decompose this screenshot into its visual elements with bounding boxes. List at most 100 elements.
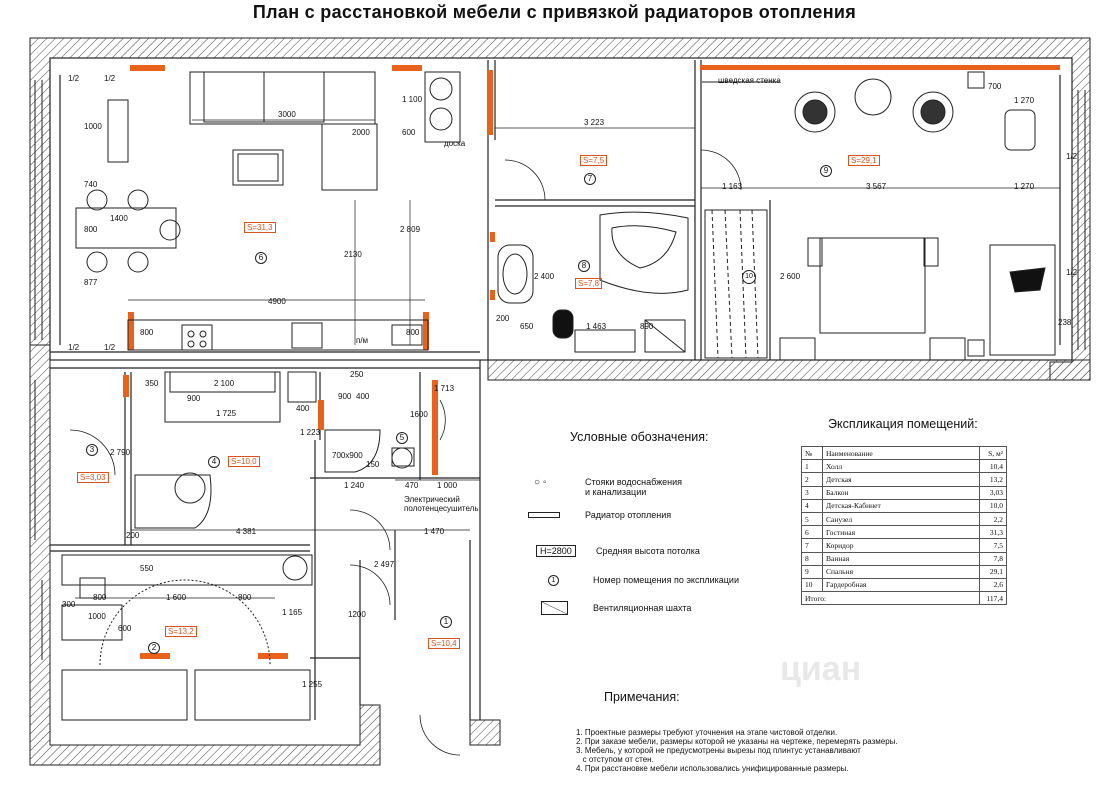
header-area: S, м² [979, 445, 1007, 461]
cell-no: 1 [801, 459, 823, 474]
dim-text: 4 381 [236, 527, 257, 536]
label-board: доска [444, 139, 466, 148]
dim-text: 1/2 [1066, 152, 1078, 161]
dim-text: 550 [140, 564, 154, 573]
dim-text: 800 [140, 328, 154, 337]
room-number-5: 5 [396, 432, 408, 444]
label-towel-dryer: Электрический полотенцесушитель [404, 495, 479, 513]
doors [69, 149, 742, 756]
dim-text: 2000 [352, 128, 370, 137]
dim-text: 800 [93, 593, 107, 602]
cell-area: 7,5 [979, 538, 1007, 553]
dim-text: 1 223 [300, 428, 321, 437]
legend-radiator-text: Радиатор отопления [585, 510, 672, 520]
dim-text: 900 [187, 394, 201, 403]
room-number-7: 7 [584, 173, 596, 185]
legend-number-symbol: 1 [548, 575, 559, 586]
legend-radiator-symbol [528, 512, 560, 518]
cell-area: 3,03 [979, 485, 1007, 500]
cell-name: Спальня [822, 564, 980, 579]
dim-text: 200 [126, 531, 140, 540]
dim-text: 200 [496, 314, 510, 323]
cell-name: Детская-Кабинет [822, 498, 980, 513]
dim-text: 150 [366, 460, 380, 469]
dim-text: 1200 [348, 610, 366, 619]
notes-title: Примечания: [604, 690, 680, 704]
drawing-title: План с расстановкой мебели с привязкой р… [252, 2, 857, 22]
note-item: 4. При расстановке мебели использовались… [576, 764, 849, 773]
dim-text: 1 240 [344, 481, 365, 490]
dim-text: 2 600 [780, 272, 801, 281]
dim-text: 800 [238, 593, 252, 602]
room-number-8: 8 [578, 260, 590, 272]
dim-text: 1/2 [104, 74, 116, 83]
cell-area: 2,6 [979, 577, 1007, 593]
cell-no: 7 [801, 538, 823, 553]
dim-text: 800 [84, 225, 98, 234]
cell-area: 13,2 [979, 472, 1007, 487]
bedroom-furniture [702, 71, 1056, 361]
cell-area: 10,0 [979, 498, 1007, 513]
note-item: с отступом от стен. [576, 755, 654, 764]
room-number-2: 2 [148, 642, 160, 654]
label-shower: 700х900 [332, 451, 363, 460]
room-area-1: S=10,4 [428, 638, 460, 649]
dim-text: 3000 [278, 110, 296, 119]
dim-text: 1000 [88, 612, 106, 621]
dim-text: 1 165 [282, 608, 303, 617]
dim-text: 1000 [84, 122, 102, 131]
legend-pipes-symbol: ○ ◦ [534, 477, 547, 488]
dim-text: 3 567 [866, 182, 887, 191]
dim-text: 1 270 [1014, 182, 1035, 191]
dim-text: 300 [62, 600, 76, 609]
dim-text: 1 725 [216, 409, 237, 418]
cell-no: 5 [801, 511, 823, 527]
dim-text: 2130 [344, 250, 362, 259]
cell-area: 29,1 [979, 564, 1007, 579]
radiators [123, 65, 1060, 659]
dimension-lines [75, 119, 1060, 599]
dim-text: 800 [406, 328, 420, 337]
dim-text: 1/2 [1066, 268, 1078, 277]
dim-text: 1 163 [722, 182, 743, 191]
room-number-1: 1 [440, 616, 452, 628]
legend-vent-text: Вентиляционная шахта [593, 603, 692, 613]
bathroom-furniture [497, 211, 689, 353]
dim-text: 1 463 [586, 322, 607, 331]
dim-text: 4900 [268, 297, 286, 306]
note-item: 1. Проектные размеры требуют уточнения н… [576, 728, 838, 737]
room-area-3: S=3,03 [77, 472, 109, 483]
dim-text: 1600 [410, 410, 428, 419]
label-pm: п/м [356, 336, 369, 345]
total-label: Итого: [801, 591, 980, 606]
cell-name: Санузел [822, 511, 980, 527]
cell-area: 10,4 [979, 459, 1007, 474]
dim-text: 600 [402, 128, 416, 137]
dim-text: 2 790 [110, 448, 131, 457]
room-number-3: 3 [86, 444, 98, 456]
legend-pipes-text: Стояки водоснабжения и канализации [585, 477, 683, 497]
dim-text: 1 000 [437, 481, 458, 490]
cell-area: 31,3 [979, 525, 1007, 540]
dim-text: 2 497 [374, 560, 395, 569]
note-item: 2. При заказе мебели, размеры которой не… [576, 737, 898, 746]
cell-name: Коридор [822, 538, 980, 553]
interior-walls [49, 57, 1073, 720]
cell-name: Балкон [822, 485, 980, 500]
room-number-6: 6 [255, 252, 267, 264]
dim-text: 2 100 [214, 379, 235, 388]
dim-text: 400 [296, 404, 310, 413]
dim-text: 1 100 [402, 95, 423, 104]
dim-text: 238 [1058, 318, 1072, 327]
room-area-6: S=31,3 [244, 222, 276, 233]
cell-name: Холл [822, 459, 980, 474]
watermark: циан [780, 650, 862, 688]
